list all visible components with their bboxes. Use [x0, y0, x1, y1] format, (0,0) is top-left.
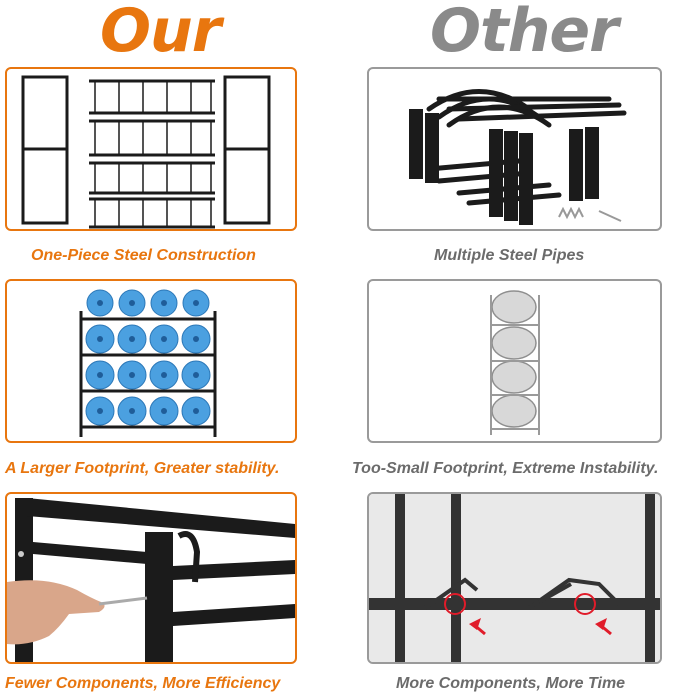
- our-panel-bottles: [5, 279, 297, 443]
- our-caption-construction: One-Piece Steel Construction: [31, 247, 256, 264]
- other-caption-pipes: Multiple Steel Pipes: [434, 247, 585, 264]
- small-rack-image: [490, 290, 540, 435]
- large-rack-with-bottles-image: [79, 289, 217, 437]
- other-caption-components: More Components, More Time: [396, 675, 626, 692]
- our-panel-frame: [5, 67, 297, 231]
- other-panel-narrow-rack: [367, 279, 662, 443]
- steel-pipes-image: [409, 89, 627, 225]
- other-caption-footprint: Too-Small Footprint, Extreme Instability…: [352, 460, 659, 477]
- hand-assembly-image: [7, 498, 295, 662]
- our-caption-components: Fewer Components, More Efficiency: [5, 675, 281, 692]
- other-panel-pipes: [367, 67, 662, 231]
- our-heading: Our: [100, 0, 221, 66]
- our-panel-assembly: [5, 492, 297, 664]
- other-panel-components: [367, 492, 662, 664]
- our-caption-footprint: A Larger Footprint, Greater stability.: [5, 460, 280, 477]
- multi-component-joint-image: [369, 494, 660, 662]
- other-heading: Other: [430, 0, 619, 66]
- rack-frame-image: [21, 75, 271, 229]
